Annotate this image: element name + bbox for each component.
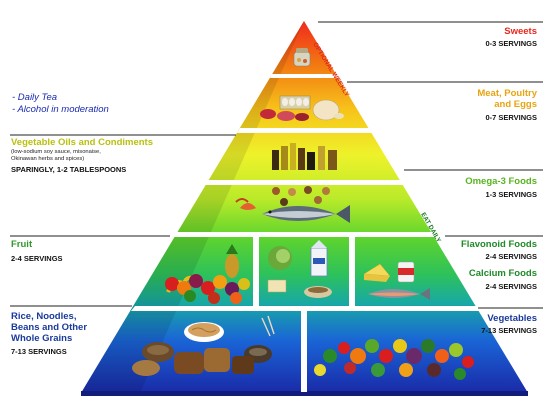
grains-title-line1: Rice, Noodles, bbox=[11, 311, 77, 322]
tea-note-line1: - Daily Tea bbox=[12, 92, 58, 103]
oil-bottles-icon bbox=[272, 143, 337, 170]
yogurt-icon bbox=[397, 261, 415, 283]
pyramid-shade bbox=[81, 21, 304, 393]
vegetables-pile-icon bbox=[314, 339, 474, 380]
meat-servings: 0-7 SERVINGS bbox=[485, 113, 537, 122]
grains-title-line3: Whole Grains bbox=[11, 333, 73, 344]
tofu-icon bbox=[267, 279, 332, 298]
fruit-servings: 2-4 SERVINGS bbox=[11, 254, 63, 263]
vegetables-title: Vegetables bbox=[487, 313, 537, 324]
vegetables-servings: 7-13 SERVINGS bbox=[481, 326, 537, 335]
cabbage-icon bbox=[268, 246, 292, 270]
candy-jar-icon bbox=[293, 48, 311, 67]
oils-note-line1: (low-sodium soy sauce, misonaise, bbox=[11, 149, 101, 155]
chicken-icon bbox=[312, 99, 344, 121]
meat-title-line1: Meat, Poultry bbox=[477, 88, 537, 99]
noodles-icon bbox=[184, 315, 275, 342]
fruit-pile-icon bbox=[165, 274, 250, 304]
oils-note-line2: Okinawan herbs and spices) bbox=[11, 156, 85, 162]
calcium-title: Calcium Foods bbox=[468, 268, 537, 279]
tier-dividers bbox=[131, 74, 480, 392]
fish-icon bbox=[262, 205, 350, 223]
bread-icon bbox=[132, 348, 254, 376]
pointer-lines bbox=[10, 21, 543, 309]
calcium-servings: 2-4 SERVINGS bbox=[485, 282, 537, 291]
oils-title: Vegetable Oils and Condiments bbox=[11, 137, 154, 148]
salmon-icon bbox=[368, 288, 430, 300]
shrimp-icon bbox=[235, 198, 256, 210]
omega-servings: 1-3 SERVINGS bbox=[485, 190, 537, 199]
milk-carton-icon bbox=[310, 240, 328, 277]
eggs-icon bbox=[279, 95, 311, 110]
meat-title-line2: and Eggs bbox=[494, 99, 537, 110]
sweets-title: Sweets bbox=[504, 26, 537, 37]
pyramid-base bbox=[81, 391, 528, 396]
fruit-title: Fruit bbox=[11, 239, 33, 250]
nuts-seeds-icon bbox=[272, 186, 330, 206]
grains-servings: 7-13 SERVINGS bbox=[11, 347, 67, 356]
flavonoid-servings: 2-4 SERVINGS bbox=[485, 252, 537, 261]
omega-title: Omega-3 Foods bbox=[465, 176, 537, 187]
grains-title-line2: Beans and Other bbox=[11, 322, 88, 333]
pineapple-icon bbox=[225, 244, 239, 278]
oils-servings: SPARINGLY, 1-2 TABLESPOONS bbox=[11, 165, 127, 174]
tea-note-line2: - Alcohol in moderation bbox=[12, 104, 109, 115]
flavonoid-title: Flavonoid Foods bbox=[461, 239, 537, 250]
sweets-servings: 0-3 SERVINGS bbox=[485, 39, 537, 48]
cheese-icon bbox=[363, 263, 391, 282]
meat-icon bbox=[260, 109, 309, 121]
